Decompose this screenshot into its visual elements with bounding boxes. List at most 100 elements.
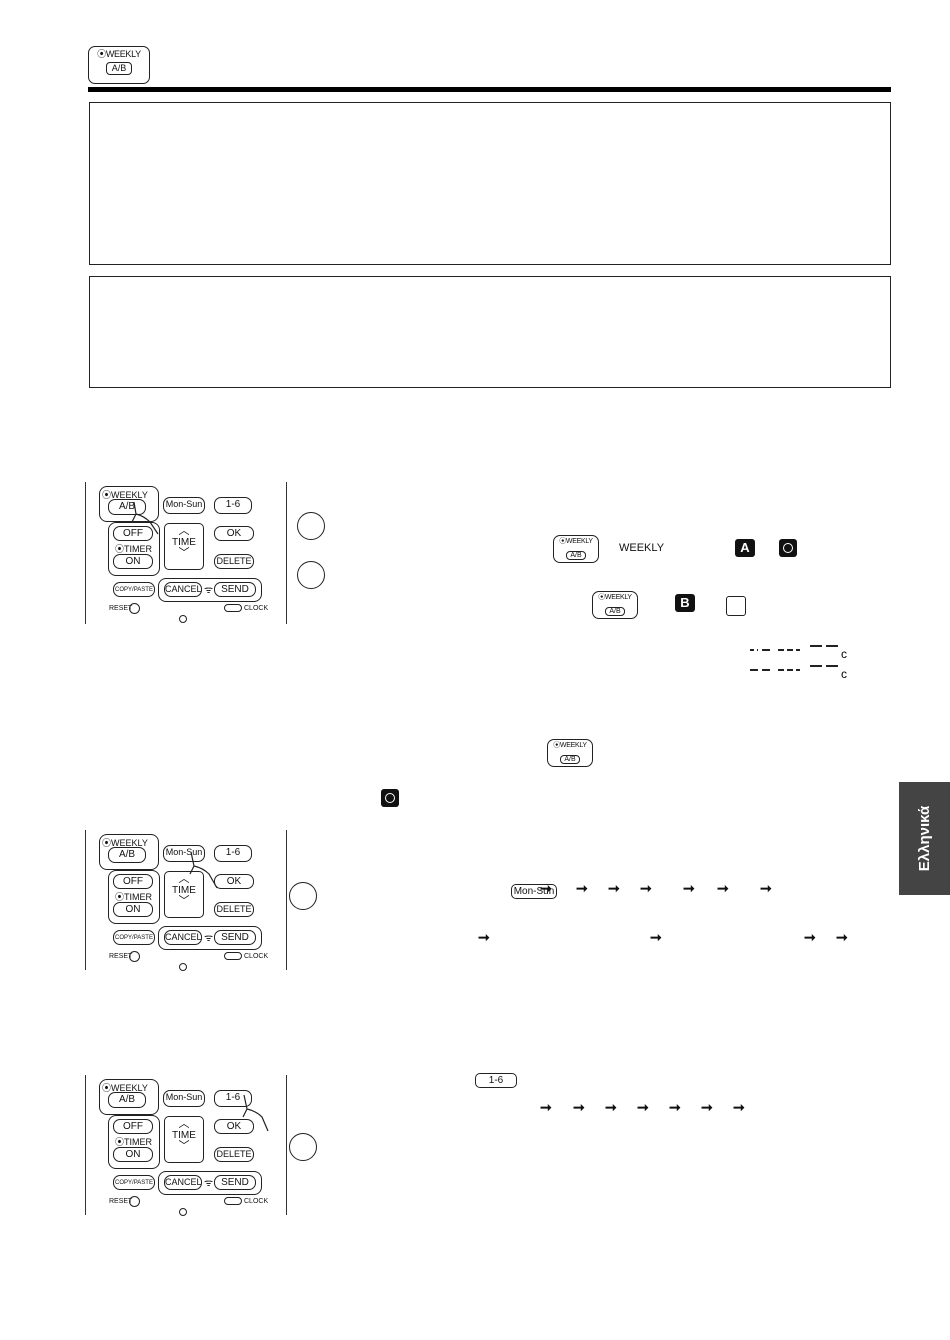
reset-label: RESET: [109, 605, 133, 612]
reset-hole[interactable]: [129, 951, 140, 962]
time-label: TIME: [172, 1130, 196, 1141]
ab-button[interactable]: A/B: [108, 499, 146, 515]
time-label: TIME: [172, 537, 196, 548]
clock-button[interactable]: [224, 604, 242, 612]
ab-label: A/B: [605, 607, 625, 616]
copy-paste-button[interactable]: COPY/PASTE: [113, 582, 155, 597]
pointing-hand-icon: [131, 501, 159, 535]
off-button[interactable]: OFF: [113, 526, 153, 541]
ab-button[interactable]: A/B: [108, 847, 146, 863]
arrow-icon: ➞: [540, 880, 552, 896]
ab-label: A/B: [105, 62, 133, 75]
signal-icon: ᯤ: [204, 933, 214, 944]
clock-button[interactable]: [224, 1197, 242, 1205]
cancel-button[interactable]: CANCEL: [164, 930, 202, 945]
reset-hole[interactable]: [129, 1196, 140, 1207]
cancel-button[interactable]: CANCEL: [164, 1175, 202, 1190]
weekly-group: [99, 486, 159, 522]
weekly-label: ⦿WEEKLY: [598, 594, 632, 601]
chevron-down-icon: ﹀: [178, 1140, 190, 1152]
arrow-icon: ➞: [608, 880, 620, 896]
arrow-icon: ➞: [804, 929, 816, 945]
arrow-icon: ➞: [640, 880, 652, 896]
bottom-hole: [179, 963, 187, 971]
remote-illustration-3: ⦿WEEKLY A/B Mon-Sun 1-6 OFF ⦿TIMER ON ︿ …: [85, 1075, 287, 1216]
send-button[interactable]: SEND: [214, 1175, 256, 1190]
delete-button[interactable]: DELETE: [214, 1147, 254, 1162]
cancel-send-group: [158, 578, 262, 602]
remote-illustration-2: ⦿WEEKLY A/B Mon-Sun 1-6 OFF ⦿TIMER ON ︿ …: [85, 830, 287, 971]
chevron-up-icon: ︿: [178, 525, 190, 537]
weekly-label: ⦿WEEKLY: [553, 742, 587, 749]
send-button[interactable]: SEND: [214, 582, 256, 597]
off-button[interactable]: OFF: [113, 874, 153, 889]
timer-label: ⦿TIMER: [115, 544, 152, 554]
time-button[interactable]: ︿ TIME ﹀: [164, 871, 204, 918]
reset-label: RESET: [109, 1198, 133, 1205]
arrow-icon: ➞: [733, 1099, 745, 1115]
weekly-label: ⦿WEEKLY: [97, 49, 141, 59]
info-box-2: [89, 276, 891, 388]
arrow-icon: ➞: [760, 880, 772, 896]
arrow-icon: ➞: [540, 1099, 552, 1115]
clock-label: CLOCK: [244, 605, 269, 612]
time-button[interactable]: ︿ TIME ﹀: [164, 523, 204, 570]
ok-button[interactable]: OK: [214, 874, 254, 889]
on-button[interactable]: ON: [113, 1147, 153, 1162]
step-3-circle: [289, 882, 317, 910]
arrow-icon: ➞: [637, 1099, 649, 1115]
ab-button[interactable]: A/B: [108, 1092, 146, 1108]
delete-button[interactable]: DELETE: [214, 902, 254, 917]
reset-hole[interactable]: [129, 603, 140, 614]
timer-label: ⦿TIMER: [115, 1137, 152, 1147]
language-side-tab: Ελληνικά: [899, 782, 950, 895]
badge-b: B: [675, 594, 695, 612]
timer-clock-icon: [779, 539, 797, 557]
mon-sun-button[interactable]: Mon-Sun: [163, 845, 205, 862]
arrow-icon: ➞: [701, 1099, 713, 1115]
language-label: Ελληνικά: [916, 805, 934, 872]
remote-illustration-1: ⦿WEEKLY A/B Mon-Sun 1-6 OFF ⦿TIMER ON ︿ …: [85, 482, 287, 624]
clock-label: CLOCK: [244, 953, 269, 960]
copy-paste-button[interactable]: COPY/PASTE: [113, 930, 155, 945]
weekly-text: ⦿WEEKLY: [102, 838, 148, 848]
step-2-circle: [297, 561, 325, 589]
on-button[interactable]: ON: [113, 902, 153, 917]
ok-button[interactable]: OK: [214, 1119, 254, 1134]
one-six-button[interactable]: 1-6: [214, 1090, 252, 1107]
one-six-button[interactable]: 1-6: [214, 497, 252, 514]
weekly-ab-inline-icon-2: ⦿WEEKLY A/B: [592, 591, 638, 619]
copy-paste-button[interactable]: COPY/PASTE: [113, 1175, 155, 1190]
weekly-ab-header-icon: ⦿WEEKLY A/B: [88, 46, 150, 84]
arrow-icon: ➞: [576, 880, 588, 896]
mon-sun-button[interactable]: Mon-Sun: [163, 1090, 205, 1107]
one-six-button[interactable]: 1-6: [214, 845, 252, 862]
ok-button[interactable]: OK: [214, 526, 254, 541]
step-4-circle: [289, 1133, 317, 1161]
ab-label: A/B: [566, 551, 586, 560]
timer-clock-icon: [381, 789, 399, 807]
on-button[interactable]: ON: [113, 554, 153, 569]
weekly-group: [99, 1079, 159, 1115]
timer-group: [108, 1115, 160, 1169]
signal-icon: ᯤ: [204, 585, 214, 596]
mon-sun-button[interactable]: Mon-Sun: [163, 497, 205, 514]
header-rule: [88, 87, 891, 92]
clock-button[interactable]: [224, 952, 242, 960]
delete-button[interactable]: DELETE: [214, 554, 254, 569]
weekly-word: WEEKLY: [619, 542, 665, 554]
arrow-icon: ➞: [650, 929, 662, 945]
arrow-icon: ➞: [669, 1099, 681, 1115]
arrow-icon: ➞: [717, 880, 729, 896]
bottom-hole: [179, 615, 187, 623]
chevron-up-icon: ︿: [178, 1118, 190, 1130]
cancel-button[interactable]: CANCEL: [164, 582, 202, 597]
one-six-inline-button: 1-6: [475, 1073, 517, 1088]
off-button[interactable]: OFF: [113, 1119, 153, 1134]
time-label: TIME: [172, 885, 196, 896]
svg-text:c: c: [841, 667, 847, 681]
time-button[interactable]: ︿ TIME ﹀: [164, 1116, 204, 1163]
weekly-text: ⦿WEEKLY: [102, 490, 148, 500]
arrow-icon: ➞: [605, 1099, 617, 1115]
send-button[interactable]: SEND: [214, 930, 256, 945]
